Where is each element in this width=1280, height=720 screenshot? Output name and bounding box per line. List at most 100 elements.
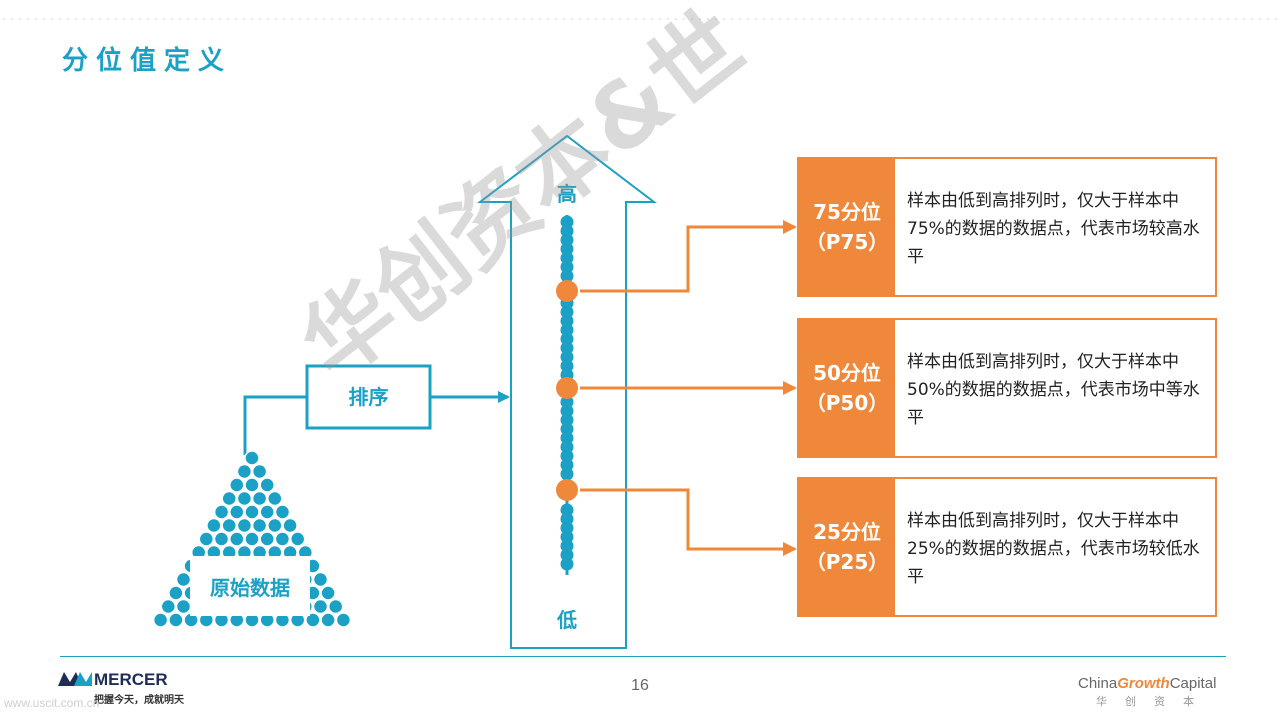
- axis-dot: [560, 449, 574, 463]
- pile-dot: [236, 517, 253, 534]
- axis-dot: [560, 224, 574, 238]
- pile-dot: [335, 612, 352, 628]
- p25-description: 样本由低到高排列时，仅大于样本中25%的数据的数据点，代表市场较低水平: [907, 511, 1200, 587]
- axis-dot: [560, 305, 574, 319]
- mercer-logo-text: MERCER: [94, 670, 168, 689]
- pile-dot: [236, 490, 253, 507]
- axis-dot: [560, 350, 574, 364]
- p25-tag-code: （P25）: [805, 550, 889, 574]
- pile-dot: [244, 531, 260, 547]
- pile-dot: [305, 612, 321, 628]
- sort-label: 排序: [348, 385, 389, 409]
- pile-dot: [244, 477, 260, 493]
- pile-dot: [267, 517, 283, 534]
- footer-divider: [60, 656, 1226, 657]
- p75-tag-name: 75分位: [813, 200, 881, 224]
- cgc-suffix: Capital: [1169, 675, 1217, 692]
- p25-box: 25分位 （P25） 样本由低到高排列时，仅大于样本中25%的数据的数据点，代表…: [797, 477, 1217, 617]
- high-label: 高: [557, 182, 577, 206]
- pile-dot: [312, 598, 329, 615]
- sorted-data-dots: [560, 215, 574, 571]
- p75-point: [556, 280, 578, 302]
- p75-tag-code: （P75）: [805, 230, 889, 254]
- pile-dot: [320, 612, 336, 628]
- low-label: 低: [557, 608, 577, 632]
- axis-dot: [560, 260, 574, 274]
- p25-tag-name: 25分位: [813, 520, 881, 544]
- pile-dot: [236, 463, 253, 480]
- axis-dot: [560, 422, 574, 436]
- pile-dot: [259, 504, 275, 520]
- cgc-prefix: China: [1078, 675, 1118, 692]
- pile-dot: [282, 517, 298, 534]
- axis-dot: [560, 215, 574, 229]
- p25-connector: [580, 488, 797, 556]
- cgc-logo-text: ChinaGrowthCapital: [1078, 675, 1216, 692]
- pile-dot: [320, 585, 336, 601]
- raw-data-label: 原始数据: [210, 576, 290, 600]
- pile-dot: [213, 531, 230, 547]
- page-title: 分位值定义: [62, 46, 233, 76]
- pile-dot: [259, 477, 275, 493]
- axis-dot: [560, 314, 574, 328]
- cgc-mid: Growth: [1117, 675, 1170, 692]
- axis-dot: [560, 413, 574, 427]
- axis-dot: [560, 458, 574, 472]
- p50-tag: 50分位 （P50）: [799, 320, 895, 456]
- pile-dot: [327, 598, 344, 615]
- pile-dot: [229, 531, 245, 547]
- axis-dot: [560, 440, 574, 454]
- pile-dot: [175, 598, 192, 615]
- p75-tag: 75分位 （P75）: [799, 159, 895, 295]
- p25-tag: 25分位 （P25）: [799, 479, 895, 615]
- axis-dot: [560, 242, 574, 256]
- pile-dot: [221, 517, 237, 534]
- pile-dot: [274, 504, 291, 520]
- axis-dot: [560, 323, 574, 337]
- axis-dot: [560, 395, 574, 409]
- p50-box: 50分位 （P50） 样本由低到高排列时，仅大于样本中50%的数据的数据点，代表…: [797, 318, 1217, 458]
- axis-dot: [560, 359, 574, 373]
- sort-box: [305, 364, 432, 430]
- axis-dot: [560, 251, 574, 265]
- pile-dot: [312, 571, 329, 588]
- axis-dot: [560, 269, 574, 283]
- pile-dot: [244, 450, 260, 466]
- axis-dot: [560, 530, 574, 544]
- axis-dot: [560, 548, 574, 562]
- axis-dot: [560, 332, 574, 346]
- raw-to-sort-connector: [243, 395, 307, 455]
- axis-dot: [560, 503, 574, 517]
- axis-dot: [560, 431, 574, 445]
- pile-dot: [229, 477, 245, 493]
- pile-dot: [251, 490, 268, 507]
- pile-dot: [259, 531, 275, 547]
- pile-dot: [206, 517, 222, 534]
- p75-description: 样本由低到高排列时，仅大于样本中75%的数据的数据点，代表市场较高水平: [907, 191, 1200, 267]
- p50-point: [556, 377, 578, 399]
- pile-dot: [175, 571, 192, 588]
- page-number: 16: [631, 677, 649, 694]
- pile-dot: [160, 598, 177, 615]
- p50-tag-name: 50分位: [813, 361, 881, 385]
- pile-dot: [289, 531, 306, 547]
- cgc-logo-chinese: 华创资本: [1096, 695, 1212, 708]
- pile-dot: [168, 585, 184, 601]
- url-watermark: www.uscit.com.cn: [4, 696, 100, 710]
- mercer-logo-icon: [58, 672, 92, 686]
- p75-box: 75分位 （P75） 样本由低到高排列时，仅大于样本中75%的数据的数据点，代表…: [797, 157, 1217, 297]
- top-dotted-rule: [0, 18, 1280, 20]
- pile-dot: [198, 531, 215, 547]
- axis-dot: [560, 233, 574, 247]
- axis-dot: [560, 341, 574, 355]
- pile-dot: [152, 612, 169, 628]
- pile-dot: [251, 463, 268, 480]
- axis-dot: [560, 512, 574, 526]
- pile-dot: [213, 504, 230, 520]
- pile-dot: [274, 531, 291, 547]
- pile-dot: [251, 517, 268, 534]
- axis-dot: [560, 521, 574, 535]
- pile-dot: [267, 490, 283, 507]
- pile-dot: [168, 612, 184, 628]
